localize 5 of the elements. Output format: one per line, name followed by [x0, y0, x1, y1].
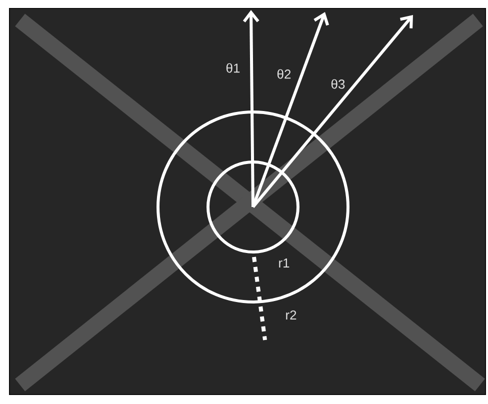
angle-label: θ3 [331, 79, 345, 89]
angle-label: θ2 [277, 69, 291, 79]
radius-label: r2 [286, 310, 296, 320]
radius-label: r1 [279, 258, 290, 268]
angle-label: θ1 [226, 63, 240, 73]
